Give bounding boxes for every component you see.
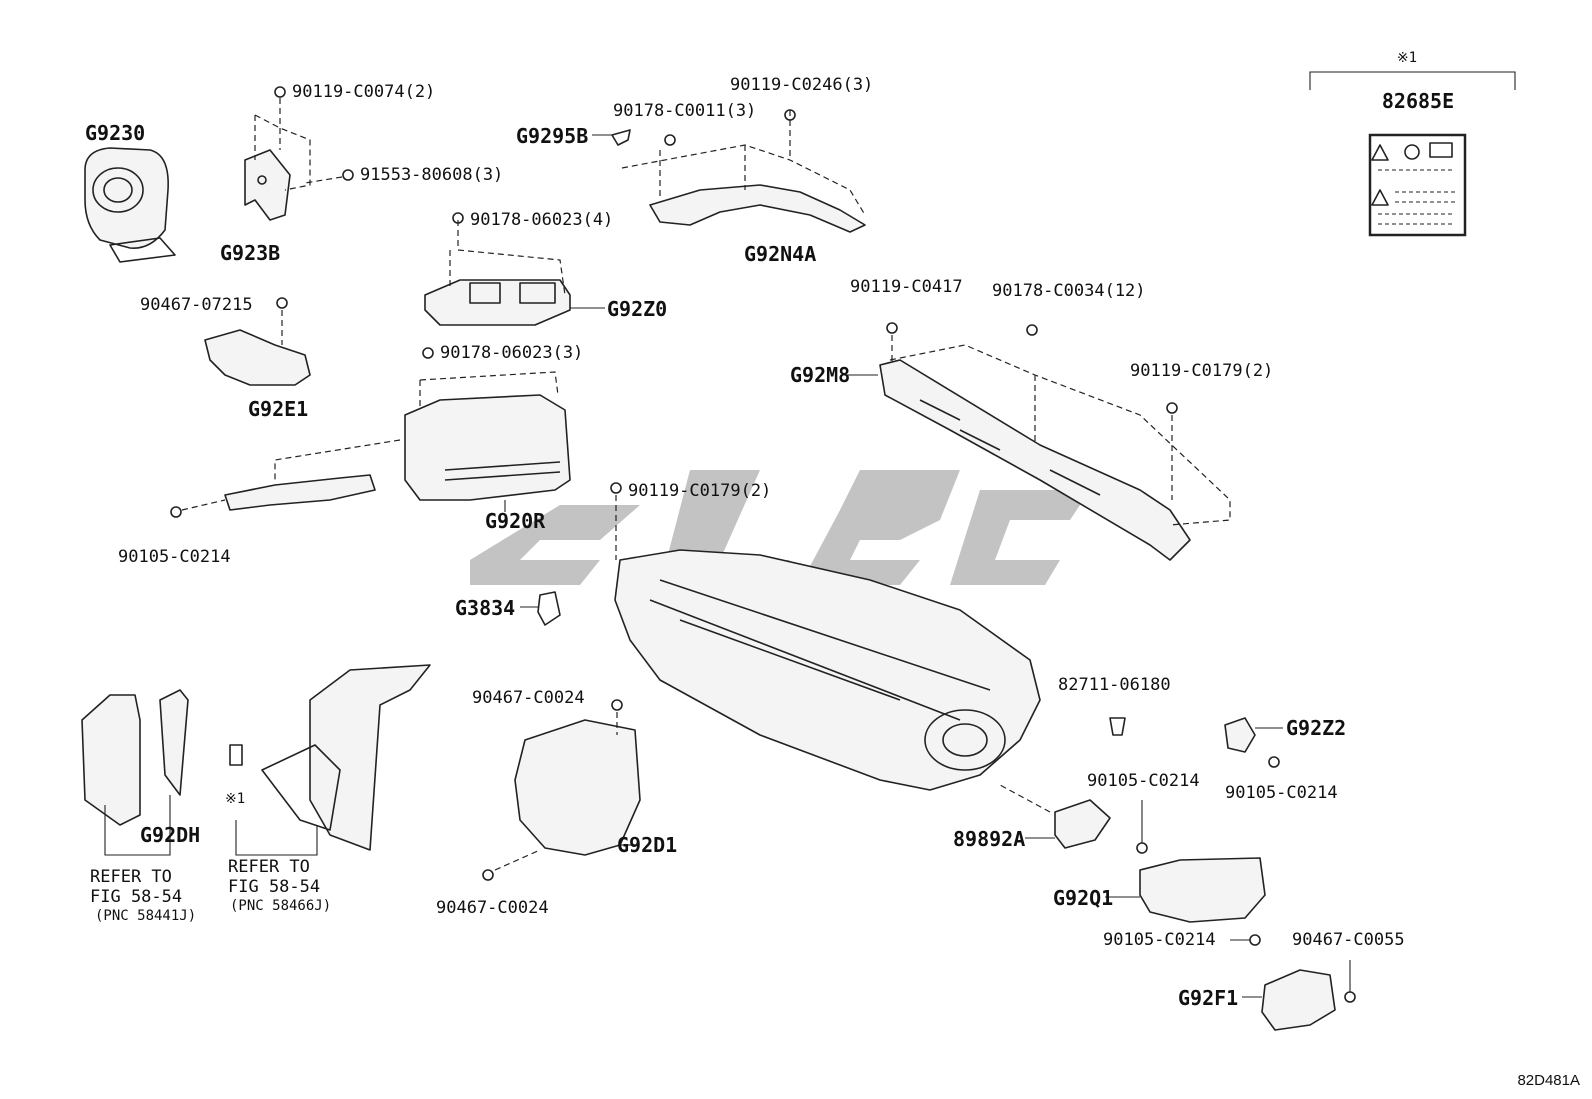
pnc-82685e: 82685E [1382, 89, 1454, 113]
part-g92e1-duct [204, 297, 311, 386]
part-no-90119-c0246: 90119-C0246(3) [730, 75, 873, 95]
part-89892a-sensor [999, 784, 1111, 849]
part-g92m8-frame [845, 322, 1231, 561]
pnc-g92dh: G92DH [140, 823, 200, 847]
pnc-g9230: G9230 [85, 121, 145, 145]
part-g3834-bracket [520, 591, 561, 626]
pnc-g92n4a: G92N4A [744, 242, 816, 266]
part-g920r-tray [170, 347, 571, 518]
pnc-89892a: 89892A [953, 827, 1025, 851]
part-g92f1 [1242, 960, 1356, 1031]
refer-b-line3: (PNC 58466J) [230, 898, 331, 914]
pnc-g92z2: G92Z2 [1286, 716, 1346, 740]
part-g92z0-ecu [424, 212, 605, 326]
part-no-91553-80608: 91553-80608(3) [360, 165, 503, 185]
part-no-90178-c0011: 90178-C0011(3) [613, 101, 756, 121]
part-g923b-bracket [244, 86, 354, 221]
part-no-90119-c0179-a: 90119-C0179(2) [1130, 361, 1273, 381]
pnc-g92z0: G92Z0 [607, 297, 667, 321]
refer-a-line3: (PNC 58441J) [95, 908, 196, 924]
pnc-g92q1: G92Q1 [1053, 886, 1113, 910]
part-g9295b-clip [592, 129, 631, 146]
part-g92d1-cover [482, 699, 641, 881]
part-g92n4a-duct [621, 109, 866, 233]
part-no-90467-c0024-b: 90467-C0024 [436, 898, 549, 918]
watermark-logo [470, 470, 1090, 585]
part-no-90105-c0214-c: 90105-C0214 [1087, 771, 1200, 791]
part-g9230-blower [84, 147, 176, 263]
refer-b-line1: REFER TO [228, 857, 310, 877]
label-sheet-82685e [1309, 71, 1516, 237]
part-no-90178-06023-3: 90178-06023(3) [440, 343, 583, 363]
part-g92dh-covers [81, 689, 189, 856]
pnc-g92d1: G92D1 [617, 833, 677, 857]
part-no-90119-c0417: 90119-C0417 [850, 277, 963, 297]
part-no-90119-c0179-b: 90119-C0179(2) [628, 481, 771, 501]
part-no-90119-c0074: 90119-C0074(2) [292, 82, 435, 102]
part-no-90105-c0214-d: 90105-C0214 [1103, 930, 1216, 950]
pnc-g3834: G3834 [455, 596, 515, 620]
part-no-90178-c0034: 90178-C0034(12) [992, 281, 1146, 301]
pnc-g920r: G920R [485, 509, 546, 533]
part-no-82711-06180: 82711-06180 [1058, 675, 1171, 695]
part-no-90105-c0214-b: 90105-C0214 [1225, 783, 1338, 803]
pnc-g92e1: G92E1 [248, 397, 308, 421]
note-mark-label: ※1 [1397, 50, 1417, 66]
refer-a-line2: FIG 58-54 [90, 887, 182, 907]
part-no-90105-c0214-a: 90105-C0214 [118, 547, 231, 567]
pnc-g923b: G923B [220, 241, 280, 265]
pnc-g9295b: G9295B [516, 124, 588, 148]
part-g92q1-cover [1105, 800, 1266, 946]
part-pillar-trim [229, 664, 431, 856]
part-g92z2 [1224, 717, 1283, 768]
part-82711-06180 [1109, 717, 1126, 736]
part-no-90467-c0055: 90467-C0055 [1292, 930, 1405, 950]
part-no-90467-c0024-a: 90467-C0024 [472, 688, 585, 708]
part-hv-battery-assembly [610, 482, 1041, 791]
figure-code: 82D481A [1517, 1072, 1580, 1089]
part-no-90467-07215: 90467-07215 [140, 295, 253, 315]
note-mark-b: ※1 [225, 791, 245, 807]
pnc-g92m8: G92M8 [790, 363, 850, 387]
refer-a-line1: REFER TO [90, 867, 172, 887]
part-no-90178-06023-4: 90178-06023(4) [470, 210, 613, 230]
refer-b-line2: FIG 58-54 [228, 877, 320, 897]
pnc-g92f1: G92F1 [1178, 986, 1238, 1010]
labels: ※1 82685E G9230 G923B 90119-C0074(2) 915… [85, 50, 1580, 1089]
